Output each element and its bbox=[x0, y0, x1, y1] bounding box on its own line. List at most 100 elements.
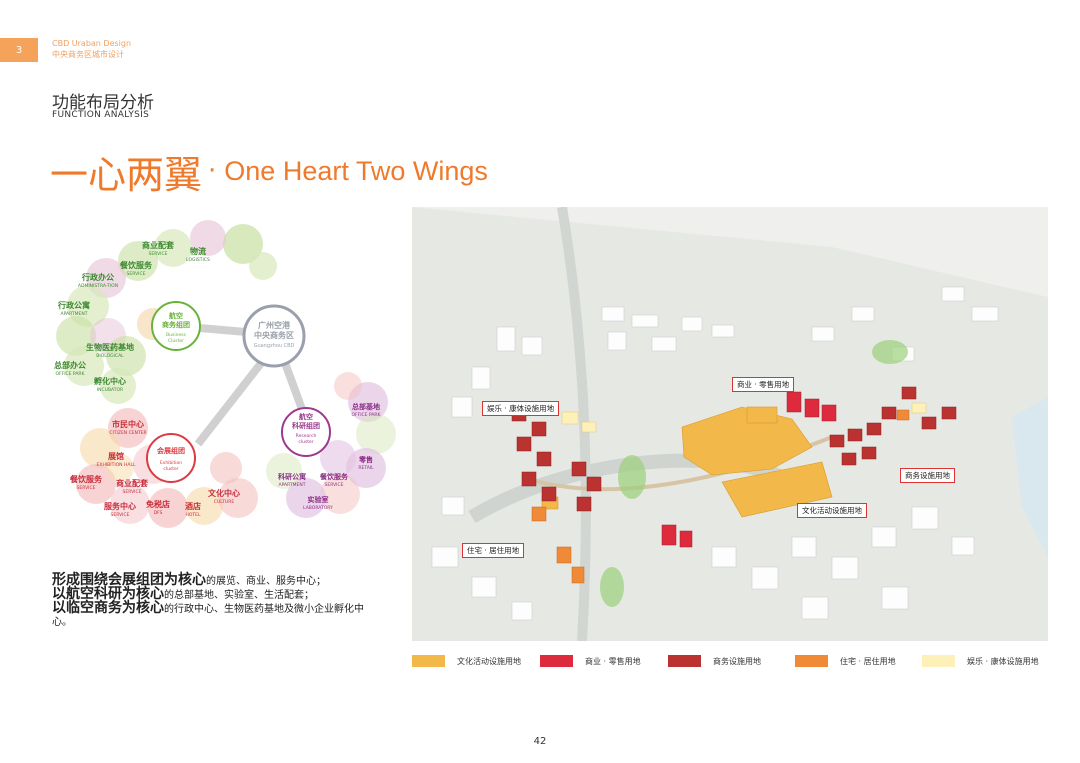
svg-text:CULTURE: CULTURE bbox=[214, 499, 234, 505]
legend-label: 文化活动设施用地 bbox=[457, 656, 521, 666]
svg-text:OFFICE PARK: OFFICE PARK bbox=[351, 412, 381, 418]
svg-text:INCUBATOR: INCUBATOR bbox=[97, 387, 123, 393]
svg-text:文化中心: 文化中心 bbox=[208, 488, 240, 498]
svg-text:cluster: cluster bbox=[298, 439, 313, 445]
site-plan-drawing bbox=[412, 207, 1048, 641]
hub-research: 航空 科研组团 Research cluster bbox=[281, 407, 331, 457]
svg-text:餐饮服务: 餐饮服务 bbox=[119, 260, 153, 270]
description-text: 的行政中心、生物医药基地及微小企业孵化中心。 bbox=[52, 604, 364, 628]
section-title-cn: 功能布局分析 bbox=[52, 93, 154, 113]
svg-text:SERVICE: SERVICE bbox=[149, 251, 168, 257]
svg-text:DFS: DFS bbox=[154, 510, 163, 516]
svg-text:孵化中心: 孵化中心 bbox=[93, 376, 126, 386]
description-emphasis: 形成围绕会展组团为核心 bbox=[52, 572, 206, 588]
svg-text:航空: 航空 bbox=[169, 311, 183, 320]
page-badge: 3 bbox=[0, 38, 38, 62]
purple-wing bbox=[266, 372, 396, 518]
description-line-1: 形成围绕会展组团为核心的展览、商业、服务中心； bbox=[52, 572, 366, 588]
svg-text:SERVICE: SERVICE bbox=[77, 485, 96, 491]
svg-text:CITIZEN CENTER: CITIZEN CENTER bbox=[109, 430, 146, 436]
legend-swatch bbox=[668, 655, 701, 667]
legend-item-commercial: 商业 · 零售用地 bbox=[540, 655, 641, 667]
green-spaces bbox=[600, 340, 908, 607]
legend-label: 商务设施用地 bbox=[713, 656, 761, 666]
svg-text:展馆: 展馆 bbox=[107, 451, 124, 461]
site-plan-map: 娱乐 · 康体设施用地 商业 · 零售用地 商务设施用地 文化活动设施用地 住宅… bbox=[412, 207, 1048, 641]
headline-en: One Heart Two Wings bbox=[224, 155, 488, 186]
svg-text:总部办公: 总部办公 bbox=[54, 360, 86, 370]
commercial-land bbox=[661, 391, 837, 548]
svg-text:服务中心: 服务中心 bbox=[104, 501, 136, 511]
svg-text:免税店: 免税店 bbox=[146, 499, 170, 509]
svg-text:餐饮服务: 餐饮服务 bbox=[319, 472, 349, 481]
svg-text:行政公寓: 行政公寓 bbox=[57, 300, 90, 310]
svg-text:RETAIL: RETAIL bbox=[358, 465, 374, 471]
svg-text:SERVICE: SERVICE bbox=[127, 271, 146, 277]
legend-item-business: 商务设施用地 bbox=[668, 655, 761, 667]
svg-text:Exhibition: Exhibition bbox=[160, 460, 182, 466]
callout-residential: 住宅 · 居住用地 bbox=[462, 543, 525, 558]
residential-land bbox=[531, 409, 910, 584]
section-title-en: FUNCTION ANALYSIS bbox=[52, 110, 150, 120]
page-number: 42 bbox=[533, 736, 547, 747]
svg-text:生物医药基地: 生物医药基地 bbox=[86, 342, 134, 352]
svg-text:商业配套: 商业配套 bbox=[142, 240, 175, 250]
svg-text:SERVICE: SERVICE bbox=[111, 512, 130, 518]
headline-dot: · bbox=[208, 156, 217, 186]
svg-text:市民中心: 市民中心 bbox=[112, 419, 144, 429]
description-emphasis: 以航空科研为核心 bbox=[52, 586, 164, 602]
svg-text:OFFICE PARK: OFFICE PARK bbox=[55, 371, 85, 377]
svg-text:LOGISTICS: LOGISTICS bbox=[186, 257, 210, 263]
header-line-en: CBD Uraban Design bbox=[52, 39, 132, 48]
legend-swatch bbox=[795, 655, 828, 667]
hub-exhibition: 会展组团 Exhibition cluster bbox=[146, 433, 196, 483]
svg-text:EXHIBITION HALL: EXHIBITION HALL bbox=[97, 462, 136, 468]
svg-text:物流: 物流 bbox=[190, 246, 206, 256]
svg-text:中央商务区: 中央商务区 bbox=[254, 330, 294, 340]
description-text: 的总部基地、实验室、生活配套； bbox=[164, 590, 314, 601]
legend-swatch bbox=[922, 655, 955, 667]
svg-text:航空: 航空 bbox=[299, 412, 313, 421]
svg-text:餐饮服务: 餐饮服务 bbox=[69, 474, 103, 484]
svg-text:SERVICE: SERVICE bbox=[123, 489, 142, 495]
red-wing bbox=[76, 408, 258, 528]
svg-text:总部基地: 总部基地 bbox=[352, 402, 380, 411]
svg-text:HOTEL: HOTEL bbox=[185, 512, 201, 518]
svg-text:科研公寓: 科研公寓 bbox=[278, 472, 306, 481]
legend-label: 娱乐 · 康体设施用地 bbox=[967, 656, 1039, 666]
legend-item-residential: 住宅 · 居住用地 bbox=[795, 655, 896, 667]
description-line-2: 以航空科研为核心的总部基地、实验室、生活配套； bbox=[52, 586, 366, 602]
callout-business: 商务设施用地 bbox=[900, 468, 955, 483]
map-legend: 文化活动设施用地 商业 · 零售用地 商务设施用地 住宅 · 居住用地 娱乐 ·… bbox=[412, 655, 1052, 669]
cluster-diagram: 航空 商务组团 Business Cluster 广州空港 中央商务区 Guan… bbox=[54, 220, 396, 528]
svg-text:商业配套: 商业配套 bbox=[116, 478, 149, 488]
svg-text:Guangzhou CBD: Guangzhou CBD bbox=[254, 343, 295, 349]
hub-business: 航空 商务组团 Business Cluster bbox=[151, 301, 201, 351]
context-buildings bbox=[431, 286, 999, 621]
legend-item-entertainment: 娱乐 · 康体设施用地 bbox=[922, 655, 1039, 667]
description-emphasis: 以临空商务为核心 bbox=[52, 600, 164, 616]
document-header: CBD Uraban Design 中央商务区城市设计 bbox=[52, 38, 131, 60]
svg-text:APARTMENT: APARTMENT bbox=[279, 482, 306, 488]
svg-text:cluster: cluster bbox=[163, 466, 178, 472]
callout-entertainment: 娱乐 · 康体设施用地 bbox=[482, 401, 560, 416]
legend-label: 商业 · 零售用地 bbox=[585, 656, 641, 666]
svg-text:广州空港: 广州空港 bbox=[258, 320, 291, 330]
